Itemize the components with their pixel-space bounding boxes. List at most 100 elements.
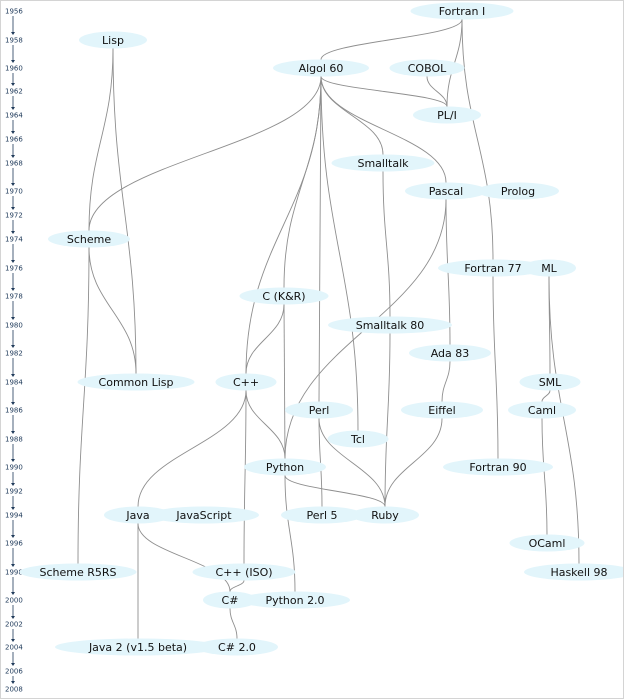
year-arrowhead <box>11 288 15 291</box>
year-label: 1972 <box>5 212 23 220</box>
node-eiffel: Eiffel <box>401 401 483 419</box>
node-label: Algol 60 <box>299 62 344 75</box>
edge-cpp-to-python <box>245 390 286 459</box>
edge-fortran1-to-algol60 <box>320 19 463 60</box>
node-csharp: C# <box>203 591 257 609</box>
year-arrowhead <box>11 374 15 377</box>
edge-perl-to-ruby <box>318 418 386 507</box>
node-label: ML <box>541 262 557 275</box>
year-arrowhead <box>11 207 15 210</box>
year-label: 1958 <box>5 37 23 45</box>
edge-scheme-to-commonlisp <box>88 247 137 374</box>
year-label: 1962 <box>5 88 23 96</box>
node-csharp20: C# 2.0 <box>196 638 278 656</box>
edge-sml-to-caml <box>541 390 551 402</box>
node-pli: PL/I <box>413 106 481 124</box>
node-label: Tcl <box>350 433 365 446</box>
year-label: 2002 <box>5 621 23 629</box>
year-label: 1970 <box>5 188 23 196</box>
node-bubble <box>285 401 353 419</box>
node-label: Prolog <box>501 185 535 198</box>
year-arrowhead <box>11 681 15 684</box>
node-bubble <box>149 506 259 524</box>
year-label: 1980 <box>5 322 23 330</box>
node-bubble <box>477 182 559 200</box>
node-bubble <box>55 638 221 656</box>
node-label: Ada 83 <box>431 347 470 360</box>
node-bubble <box>244 458 326 476</box>
edge-algol60-to-cpp <box>245 76 322 374</box>
node-ada83: Ada 83 <box>409 344 491 362</box>
node-label: JavaScript <box>175 509 232 522</box>
node-caml: Caml <box>508 401 576 419</box>
node-bubble <box>239 287 329 305</box>
node-label: Java 2 (v1.5 beta) <box>88 641 187 654</box>
node-bubble <box>273 59 369 77</box>
node-bubble <box>19 563 137 581</box>
node-bubble <box>519 373 581 391</box>
node-python20: Python 2.0 <box>240 591 350 609</box>
year-label: 1964 <box>5 112 23 120</box>
node-fortran1: Fortran I <box>410 2 514 20</box>
node-bubble <box>104 506 172 524</box>
year-axis: 1956195819601962196419661968197019721974… <box>5 8 23 694</box>
year-arrowhead <box>11 317 15 320</box>
year-arrowhead <box>11 83 15 86</box>
node-label: Smalltalk 80 <box>356 319 425 332</box>
edge-ml-to-haskell98 <box>548 276 580 564</box>
node-label: C# <box>222 594 239 607</box>
node-sml: SML <box>519 373 581 391</box>
node-bubble <box>327 430 389 448</box>
node-java2: Java 2 (v1.5 beta) <box>55 638 221 656</box>
node-bubble <box>215 373 277 391</box>
node-label: Python 2.0 <box>265 594 324 607</box>
node-prolog: Prolog <box>477 182 559 200</box>
edge-cpp-to-cppiso <box>243 390 247 564</box>
year-arrowhead <box>11 507 15 510</box>
edge-fortran1-to-fortran77 <box>461 19 494 260</box>
year-label: 1966 <box>5 136 23 144</box>
node-label: C (K&R) <box>262 290 305 303</box>
edge-smalltalk-to-smalltalk80 <box>382 171 391 317</box>
node-fortran90: Fortran 90 <box>443 458 553 476</box>
node-label: Scheme R5RS <box>39 566 116 579</box>
node-label: C++ (ISO) <box>215 566 272 579</box>
year-arrowhead <box>11 231 15 234</box>
edge-cobol-to-pli <box>426 76 448 107</box>
node-bubble <box>79 31 147 49</box>
year-arrowhead <box>11 131 15 134</box>
node-java: Java <box>104 506 172 524</box>
node-label: Ruby <box>371 509 399 522</box>
node-ckr: C (K&R) <box>239 287 329 305</box>
year-arrowhead <box>11 107 15 110</box>
node-label: Fortran 90 <box>469 461 526 474</box>
node-label: Python <box>266 461 304 474</box>
node-python: Python <box>244 458 326 476</box>
year-label: 1976 <box>5 265 23 273</box>
edge-smalltalk80-to-ruby <box>384 333 391 507</box>
node-smalltalk80: Smalltalk 80 <box>328 316 452 334</box>
year-arrowhead <box>11 663 15 666</box>
edge-ckr-to-cpp <box>245 304 285 374</box>
edge-algol60-to-pascal <box>320 76 447 183</box>
edge-algol60-to-perl <box>318 76 322 402</box>
year-label: 1974 <box>5 236 23 244</box>
edge-algol60-to-smalltalk <box>320 76 384 155</box>
year-arrowhead <box>11 155 15 158</box>
node-bubble <box>389 59 465 77</box>
year-label: 1998 <box>5 569 23 577</box>
node-bubble <box>405 182 487 200</box>
node-bubble <box>438 259 548 277</box>
node-bubble <box>77 373 195 391</box>
year-arrowhead <box>11 345 15 348</box>
year-arrowhead <box>11 260 15 263</box>
node-pascal: Pascal <box>405 182 487 200</box>
node-lisp: Lisp <box>79 31 147 49</box>
year-label: 1986 <box>5 407 23 415</box>
node-perl5: Perl 5 <box>281 506 363 524</box>
year-label: 2006 <box>5 668 23 676</box>
year-arrowhead <box>11 431 15 434</box>
node-label: Caml <box>528 404 556 417</box>
node-bubble <box>413 106 481 124</box>
node-label: Lisp <box>102 34 124 47</box>
